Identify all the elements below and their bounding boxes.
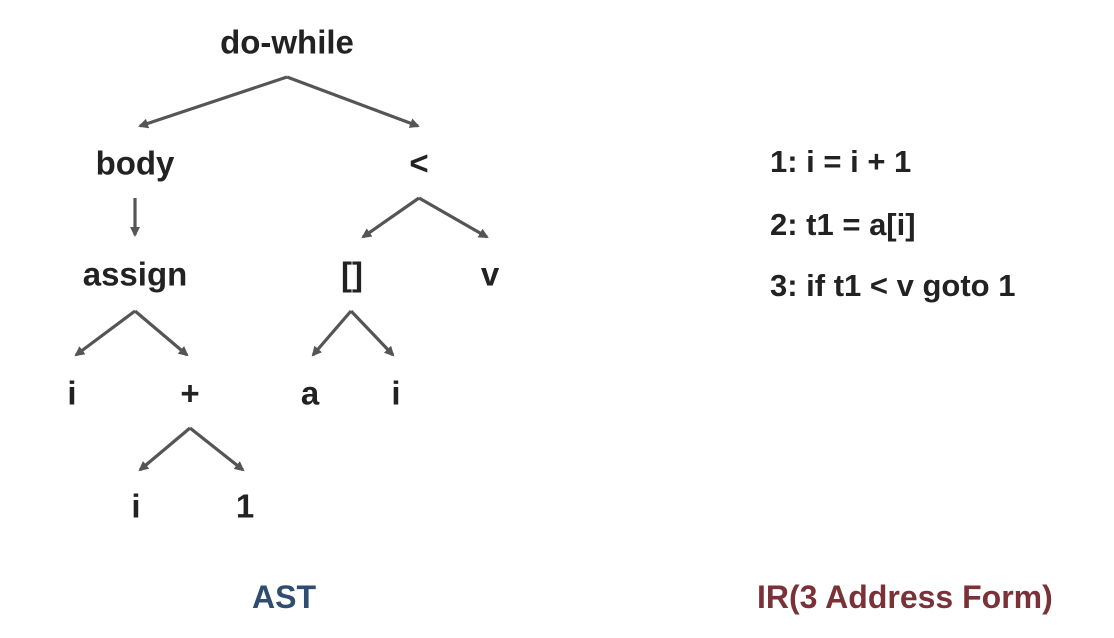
node-plus: + <box>180 375 199 412</box>
edge-do-while-to-body <box>138 75 288 129</box>
node-one: 1 <box>236 488 254 525</box>
ir-line-2: 2: t1 = a[i] <box>770 207 916 242</box>
node-a: a <box>301 375 320 412</box>
node-assign: assign <box>83 256 188 293</box>
edge-lt-to-v <box>418 196 489 239</box>
edge-index-to-index-i <box>349 309 395 357</box>
edge-plus-to-one <box>189 426 245 472</box>
edge-assign-to-assign-i <box>74 309 136 357</box>
node-v: v <box>481 256 500 293</box>
ast-edges <box>74 75 489 472</box>
node-assign-i: i <box>67 375 76 412</box>
node-do-while: do-while <box>220 24 354 61</box>
node-index: [] <box>341 256 363 293</box>
ast-caption: AST <box>252 579 316 615</box>
edge-lt-to-index <box>361 196 420 239</box>
node-plus-i: i <box>131 488 140 525</box>
edge-plus-to-plus-i <box>138 426 192 472</box>
edge-index-to-a <box>311 309 353 357</box>
ir-line-1: 1: i = i + 1 <box>770 144 912 179</box>
edge-assign-to-plus <box>133 309 189 357</box>
ir-line-3: 3: if t1 < v goto 1 <box>770 268 1016 303</box>
ir-caption: IR(3 Address Form) <box>757 579 1053 615</box>
ast-nodes: do-while body < assign [] v i + a i i 1 <box>67 24 499 525</box>
node-index-i: i <box>391 375 400 412</box>
node-body: body <box>96 145 175 182</box>
edge-do-while-to-lt <box>286 75 420 128</box>
node-lt: < <box>409 145 428 182</box>
